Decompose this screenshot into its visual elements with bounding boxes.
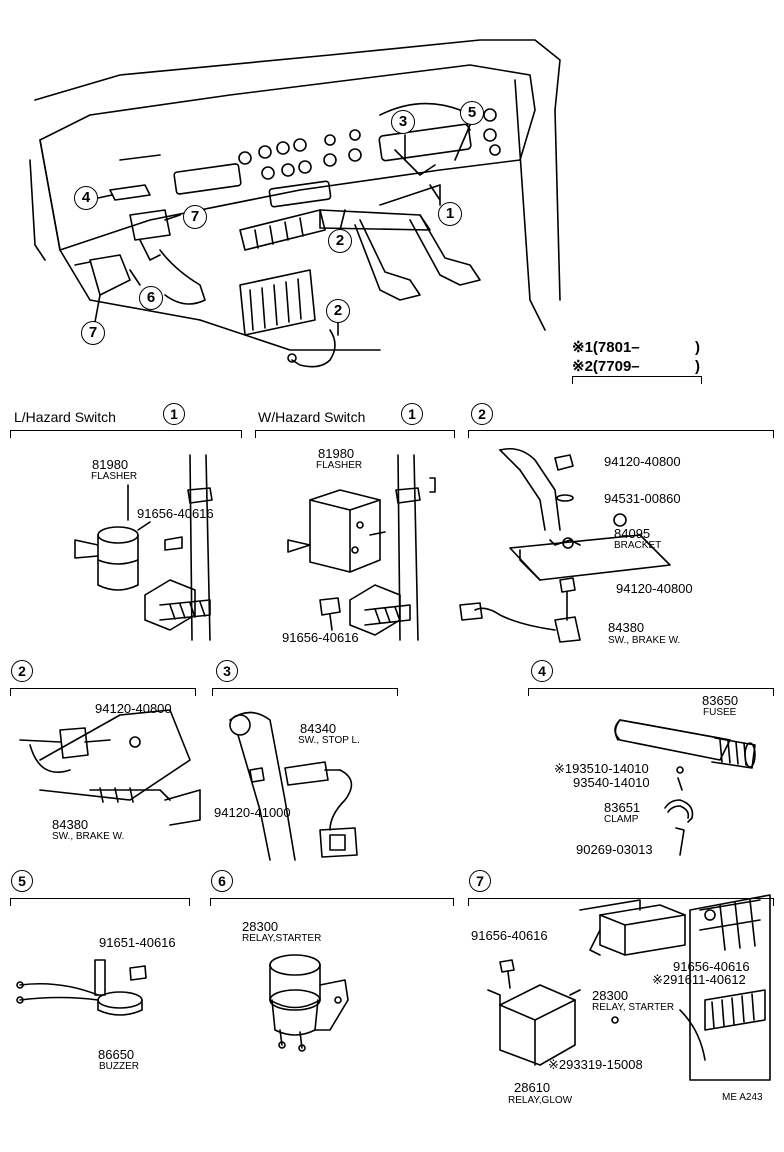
callout-6: 6 [139,286,163,310]
relay-starter-drawing [269,954,349,1052]
note-underline [572,376,702,384]
part-name: CLAMP [604,814,639,825]
stop-switch-drawing [229,711,358,861]
part-number: 81980 [92,457,129,472]
brake-top-drawing [459,447,671,643]
part-number: 81980 [318,446,355,461]
callout-1: 1 [438,202,462,226]
part-number: 91656-40616 [673,959,750,974]
callout-7: 7 [183,205,207,229]
part-name: RELAY, STARTER [592,1002,675,1013]
part-number: 94120-40800 [95,701,172,716]
figure-code: ME A243 [722,1092,763,1103]
part-name: FLASHER [91,471,138,482]
part-number: 84380 [608,620,645,635]
callout-5: 5 [460,101,484,125]
section-num-brake-mid: 2 [11,660,33,682]
section-num-buzzer: 5 [11,870,33,892]
section-num-fusee: 4 [531,660,553,682]
part-name: BRACKET [614,540,662,551]
section-num-brake-top: 2 [471,403,493,425]
part-name: RELAY,STARTER [242,933,322,944]
callout-2: 2 [326,299,350,323]
note-2-mark: ※2 [572,358,593,375]
part-name: FLASHER [316,460,363,471]
section-rule-fusee [528,688,774,696]
section-num-l-hazard: 1 [163,403,185,425]
section-rule-brake-top [468,430,774,438]
part-number: 86650 [98,1047,135,1062]
part-number: ※193510-14010 [554,761,649,776]
part-number: 28300 [242,919,279,934]
note-1-mark: ※1 [572,339,593,356]
brake-mid-drawing [19,709,201,826]
section-rule-brake-mid [10,688,196,696]
callout-4: 4 [74,186,98,210]
part-name: SW., BRAKE W. [52,831,125,842]
dashboard-overview-drawing [29,39,561,368]
section-num-glow: 7 [469,870,491,892]
serial-note-1-close: ) [695,339,700,356]
part-number: 84340 [300,721,337,736]
note-1-text: (7801– [592,339,640,356]
callout-7: 7 [81,321,105,345]
part-number: ※293319-15008 [548,1057,643,1072]
part-number: 93540-14010 [573,775,650,790]
fusee-drawing [614,719,756,856]
callout-3: 3 [391,110,415,134]
buzzer-drawing [16,959,147,1016]
section-rule-glow [468,898,774,906]
section-title-w-hazard: W/Hazard Switch [258,409,366,425]
part-number: 84380 [52,817,89,832]
part-number: 94120-40800 [616,581,693,596]
serial-note-2: ※2(7709– [572,359,640,374]
section-rule-l-hazard [10,430,242,438]
part-number: 91656-40616 [282,630,359,645]
part-number: 84095 [614,526,651,541]
part-number: 94531-00860 [604,491,681,506]
l-hazard-drawing [74,454,213,641]
part-name: SW., STOP L. [298,735,360,746]
part-number: 91651-40616 [99,935,176,950]
part-number: 91656-40616 [137,506,214,521]
callout-2: 2 [328,229,352,253]
part-number: 94120-41000 [214,805,291,820]
part-number: 83650 [702,693,739,708]
part-number: 83651 [604,800,641,815]
w-hazard-drawing [287,454,436,641]
part-name: FUSEE [703,707,737,718]
section-rule-buzzer [10,898,190,906]
section-num-relay-starter: 6 [211,870,233,892]
part-number: 94120-40800 [604,454,681,469]
note-2-text: (7709– [592,358,640,375]
section-num-stop: 3 [216,660,238,682]
section-rule-stop [212,688,398,696]
part-number: 28300 [592,988,629,1003]
serial-note-1: ※1(7801– [572,340,640,355]
part-name: SW., BRAKE W. [608,635,681,646]
section-rule-relay-starter [210,898,454,906]
part-number: 28610 [514,1080,551,1095]
section-title-l-hazard: L/Hazard Switch [14,409,116,425]
serial-note-2-close: ) [695,358,700,375]
part-name: BUZZER [99,1061,139,1072]
part-number: ※291611-40612 [652,972,746,987]
glow-relay-drawing [487,894,771,1081]
part-number: 91656-40616 [471,928,548,943]
section-rule-w-hazard [255,430,455,438]
part-name: RELAY,GLOW [508,1095,573,1106]
part-number: 90269-03013 [576,842,653,857]
section-num-w-hazard: 1 [401,403,423,425]
